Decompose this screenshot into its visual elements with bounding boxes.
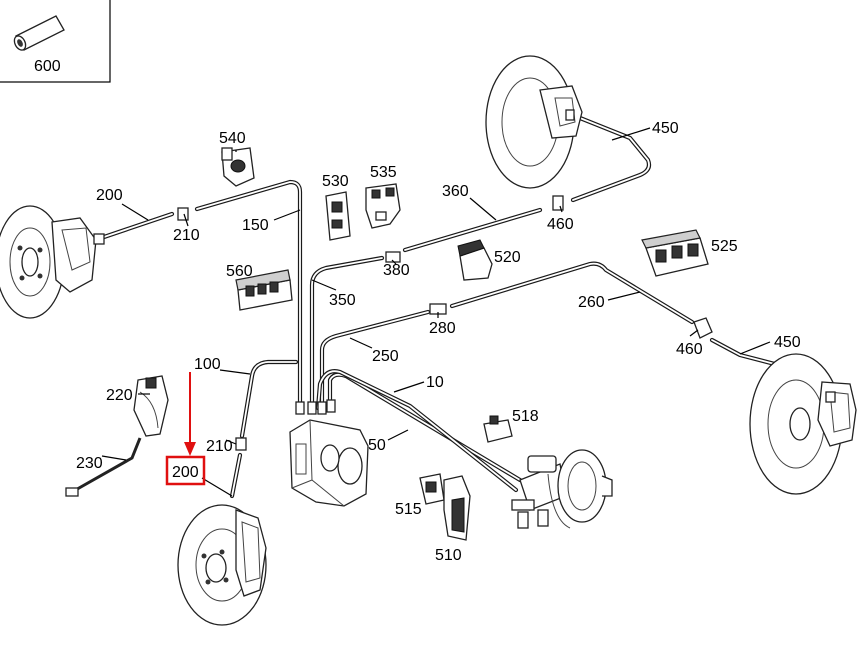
clip-560 xyxy=(235,269,293,311)
left-rear-brake-disc xyxy=(0,205,105,319)
left-front-brake-disc xyxy=(177,504,267,626)
label-100: 100 xyxy=(194,356,221,373)
label-280: 280 xyxy=(429,320,456,337)
label-460-right: 460 xyxy=(676,341,703,358)
bracket-540 xyxy=(221,147,255,187)
highlight-200 xyxy=(165,372,206,486)
unions xyxy=(177,195,713,451)
label-260: 260 xyxy=(578,294,605,311)
label-50: 50 xyxy=(368,437,386,454)
label-540: 540 xyxy=(219,130,246,147)
label-515: 515 xyxy=(395,501,422,518)
label-460-top: 460 xyxy=(547,216,574,233)
abs-hydraulic-unit xyxy=(289,419,369,507)
bracket-220 xyxy=(133,375,169,437)
label-535: 535 xyxy=(370,164,397,181)
brake-pipes xyxy=(101,113,833,499)
label-10: 10 xyxy=(426,374,444,391)
label-600: 600 xyxy=(34,58,61,75)
bracket-510 xyxy=(443,475,471,541)
clip-520 xyxy=(457,239,493,281)
clip-515 xyxy=(419,473,445,505)
label-210-bottom: 210 xyxy=(206,438,233,455)
label-530: 530 xyxy=(322,173,349,190)
inset-box-600 xyxy=(0,0,111,83)
label-150: 150 xyxy=(242,217,269,234)
label-520: 520 xyxy=(494,249,521,266)
brake-booster-master-cylinder xyxy=(511,449,613,529)
label-510: 510 xyxy=(435,547,462,564)
label-230: 230 xyxy=(76,455,103,472)
highlight-arrowhead-icon xyxy=(184,442,196,456)
pipe-100 xyxy=(239,359,299,439)
clip-518 xyxy=(483,415,513,443)
right-rear-brake-disc xyxy=(485,55,583,189)
label-450-right: 450 xyxy=(774,334,801,351)
label-525: 525 xyxy=(711,238,738,255)
label-200-highlighted: 200 xyxy=(172,464,199,481)
union-210-a xyxy=(177,207,189,221)
right-front-brake-disc xyxy=(749,353,857,495)
clip-535 xyxy=(365,183,401,229)
union-210-b xyxy=(235,437,247,451)
clip-530 xyxy=(325,191,351,241)
label-560: 560 xyxy=(226,263,253,280)
clip-460-top xyxy=(552,195,564,211)
leader-lines xyxy=(101,127,771,497)
label-200-left: 200 xyxy=(96,187,123,204)
pipe-450-top xyxy=(570,113,652,203)
label-518: 518 xyxy=(512,408,539,425)
label-350: 350 xyxy=(329,292,356,309)
label-220: 220 xyxy=(106,387,133,404)
label-360: 360 xyxy=(442,183,469,200)
union-380 xyxy=(385,251,401,263)
label-250: 250 xyxy=(372,348,399,365)
sleeve-600-icon xyxy=(13,15,65,51)
sensor-cable-230 xyxy=(65,437,142,497)
clip-460-right xyxy=(693,317,713,339)
label-450-top: 450 xyxy=(652,120,679,137)
module-525 xyxy=(641,229,709,277)
part-labels: 600 540 530 535 450 200 210 150 360 460 … xyxy=(34,58,801,564)
label-380: 380 xyxy=(383,262,410,279)
highlight-box xyxy=(165,455,206,486)
label-210-left: 210 xyxy=(173,227,200,244)
